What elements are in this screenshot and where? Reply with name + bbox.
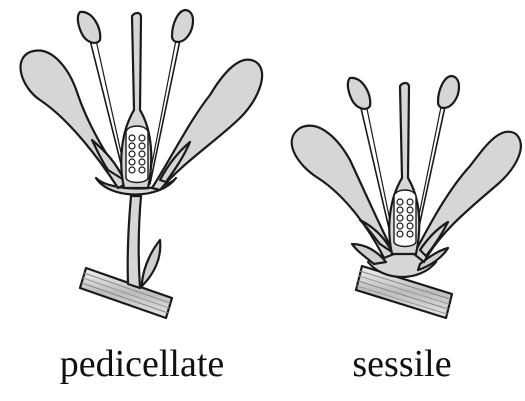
pedicellate-label: pedicellate [60,342,225,386]
sessile-ovary [394,190,416,247]
pedicellate-bract [142,240,160,286]
pedicellate-flower [21,10,263,318]
pedicel [128,196,141,288]
sessile-label: sessile [352,342,451,386]
pedicellate-anther-right [172,10,193,42]
pedicellate-parent-stem [80,268,172,318]
pedicellate-ovary [126,126,148,183]
pedicellate-anther-left [78,12,100,43]
sessile-flower [292,76,521,318]
sessile-anther-left [348,78,370,109]
sessile-anther-right [438,76,459,108]
